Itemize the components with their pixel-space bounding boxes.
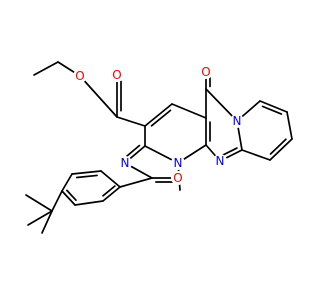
bond-Oest-C_est [79,75,118,118]
atom-background [230,114,244,128]
bond-Ar5-Ar6-second [75,174,98,179]
bond-Ar5-Ar6 [71,170,102,175]
bond-Ar1-Ar2 [102,186,121,202]
bond-C9-C10 [269,138,293,161]
bond-C3-C4-second [150,109,172,127]
bond-C4-C4a [171,103,207,119]
bond-C7-C8 [259,100,288,113]
bond-Cq-tB3 [41,210,53,234]
atom-background [110,68,124,82]
atom-background [171,171,185,185]
bond-Ar3-Ar4-second [66,189,77,202]
atom-background [171,156,185,170]
bond-C5-N6 [205,88,238,122]
atom-background [199,65,213,79]
atom-label-o-ester-carbonyl: O [112,68,121,82]
bond-Ar3-Ar4 [61,190,76,206]
atom-background [213,154,227,168]
bond-Ar1-Ar2-second [102,185,116,197]
bond-C8-C9 [286,111,293,140]
bond-C3-C4 [144,103,173,127]
atom-background [118,156,132,170]
bond-C11-N12-second [220,147,238,157]
atom-label-n-pyrido: N [233,114,242,128]
bond-Cq-tB2 [25,194,53,212]
bond-Ar4-Cq [51,190,63,212]
bond-C_am-Ar1 [119,177,153,188]
bond-C9-C10-second [269,138,287,155]
bond-layer [25,61,293,234]
bond-Ar6-Ar1 [100,170,121,188]
bond-ethCH3-ethCH2 [33,61,59,76]
atom-background [73,69,87,83]
atom-label-o-amide: O [173,171,182,185]
bond-Ar4-Ar5 [61,173,73,192]
bond-C10-C11 [241,149,271,161]
atom-label-n-imine: N [121,156,130,170]
atom-label-n-methyl: N [174,156,183,170]
bond-C_est-C3 [116,116,146,127]
atom-label-n-pyrimidine: N [216,154,225,168]
bond-Ar2-Ar3 [74,200,104,206]
atom-label-o-ketone: O [201,65,210,79]
atom-label-o-ester: O [75,69,84,83]
bond-C2-Nim-second [124,144,141,159]
bond-Cq-tB1 [27,210,53,226]
bond-C7-C8-second [261,105,283,115]
